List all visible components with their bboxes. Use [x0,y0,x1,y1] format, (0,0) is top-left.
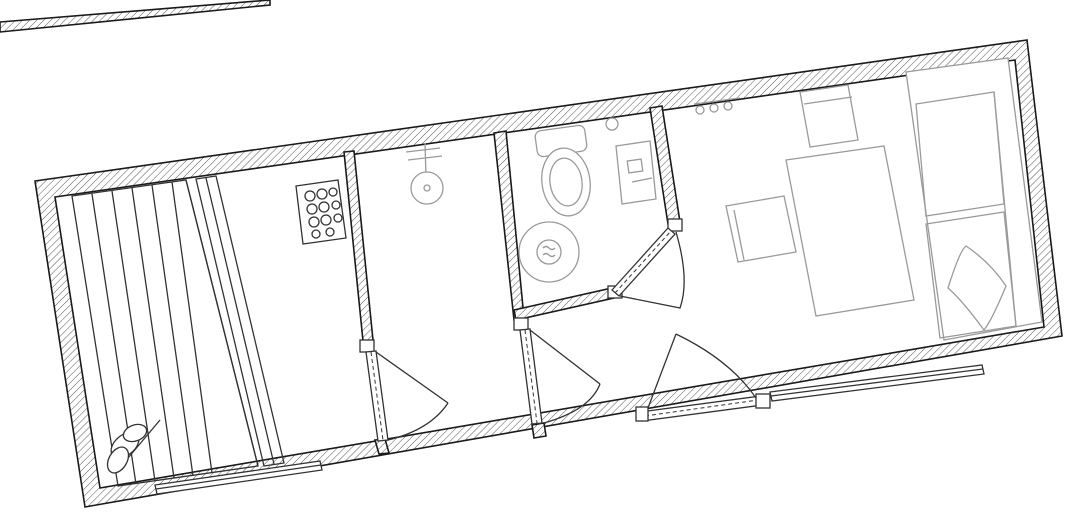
outer-walls [34,39,1063,508]
shower-head-icon [405,142,444,205]
adjacent-wall-fragment [0,0,271,33]
whisk-icon [106,419,161,474]
round-bath-icon [518,221,580,283]
door-entrance [647,333,757,409]
door-toilet-room [611,227,685,309]
coat-hooks-icon [693,97,741,115]
window-bottom-left [154,460,323,495]
door-shower-room [519,328,601,425]
pillow-icon [947,245,1007,332]
bench-slats [71,175,285,487]
stove-heater [295,179,347,245]
door-steam-room [365,350,449,442]
table-icon [785,145,915,317]
sink-icon [605,117,657,205]
window-bottom-right [769,364,985,402]
chair-left-icon [725,195,797,263]
sofa-icon [905,57,1043,341]
chair-top-icon [799,84,859,148]
interior-walls [343,105,771,455]
toilet-icon [534,124,591,217]
